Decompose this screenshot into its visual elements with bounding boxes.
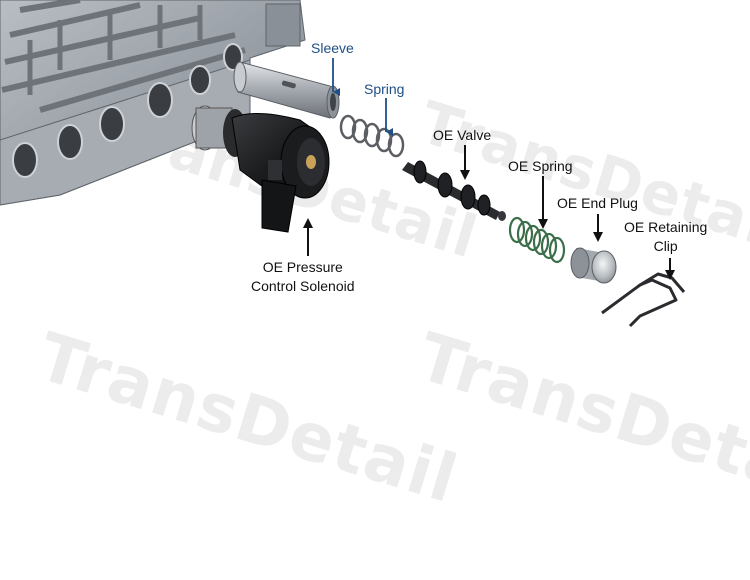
label-oe-end-plug: OE End Plug xyxy=(557,195,638,211)
oe-end-plug-part xyxy=(570,247,617,284)
leader-arrows xyxy=(303,58,675,280)
sleeve-part xyxy=(233,61,340,119)
label-spring: Spring xyxy=(364,81,405,97)
label-oe-spring: OE Spring xyxy=(508,158,573,174)
spring-part xyxy=(339,114,405,158)
oe-valve-part xyxy=(402,160,506,221)
oe-spring-part xyxy=(508,216,566,264)
label-oe-retaining-clip: OE Retaining Clip xyxy=(624,218,707,256)
label-oe-retaining-clip-line-1: OE Retaining xyxy=(624,219,708,235)
label-oe-retaining-clip-line-2: Clip xyxy=(653,238,678,254)
label-solenoid-line-1: OE Pressure xyxy=(262,259,343,275)
label-solenoid-line-2: Control Solenoid xyxy=(251,278,355,294)
label-oe-pressure-control-solenoid: OE Pressure Control Solenoid xyxy=(251,258,355,296)
label-oe-valve: OE Valve xyxy=(433,127,492,143)
label-sleeve: Sleeve xyxy=(311,40,354,56)
pressure-control-solenoid-part xyxy=(191,105,330,233)
valve-body xyxy=(0,0,306,206)
oe-retaining-clip-part xyxy=(601,272,686,328)
